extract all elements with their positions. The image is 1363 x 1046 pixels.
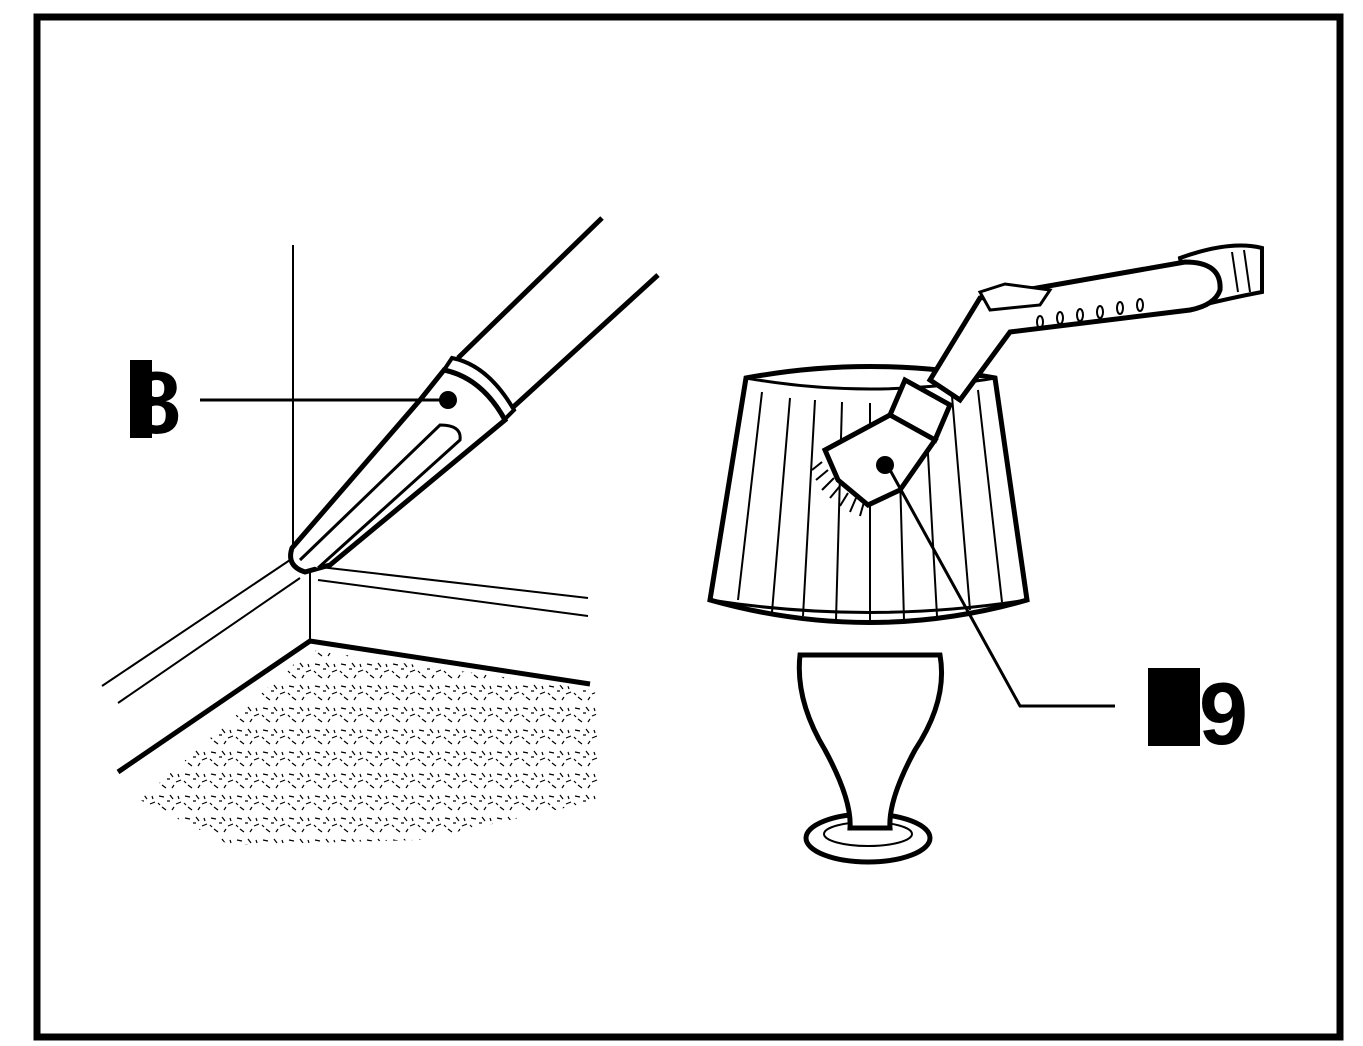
corner-scene: [101, 245, 600, 845]
table-lamp: [707, 364, 1030, 865]
callout-8: 8: [130, 353, 440, 452]
dot-marker: [876, 456, 894, 474]
callout-label-29: 29: [1150, 664, 1248, 763]
frame-border: [33, 13, 1344, 1041]
dusting-brush: [811, 243, 1264, 517]
callout-label-8: 8: [132, 353, 181, 452]
dot-marker: [439, 391, 457, 409]
crevice-nozzle: [288, 216, 660, 575]
callout-29: 29: [888, 469, 1248, 763]
